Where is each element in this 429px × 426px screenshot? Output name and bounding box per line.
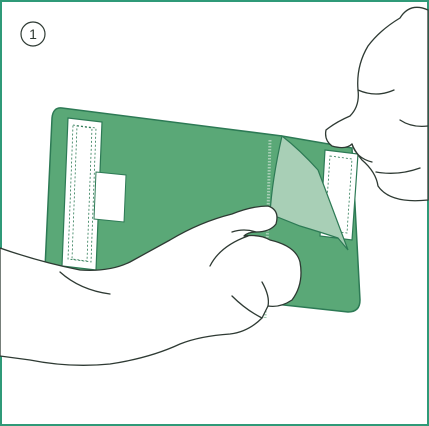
step-number: 1 bbox=[29, 26, 37, 42]
step-badge: 1 bbox=[21, 22, 45, 46]
center-window bbox=[94, 172, 126, 222]
